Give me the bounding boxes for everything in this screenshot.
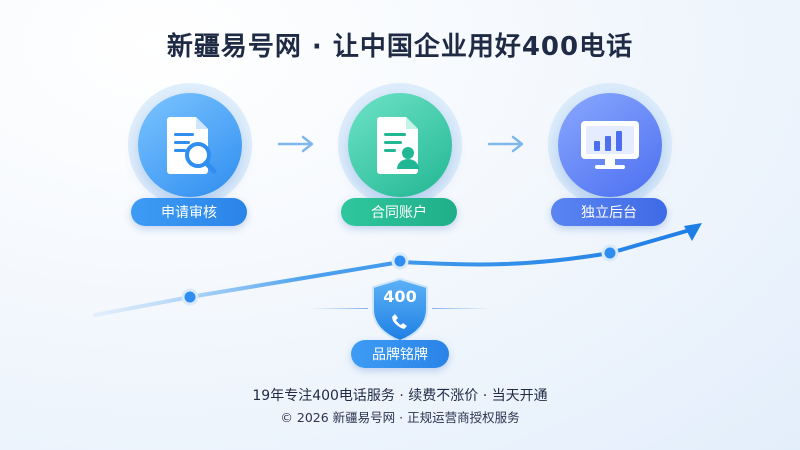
step-1-circle	[138, 93, 242, 197]
badge-label[interactable]: 品牌铭牌	[351, 340, 449, 368]
step-2-circle	[348, 93, 452, 197]
badge-number: 400	[383, 287, 417, 306]
document-user-icon	[377, 117, 419, 174]
trend-point	[391, 252, 409, 270]
step-1-label[interactable]: 申请审核	[131, 198, 247, 226]
trend-point	[181, 288, 199, 306]
trend-arrow-head	[684, 223, 702, 241]
footer-slogan: 19年专注400电话服务 · 续费不涨价 · 当天开通	[252, 388, 548, 404]
monitor-chart-icon	[581, 121, 639, 169]
step-3-circle	[558, 93, 662, 197]
arrow-right-icon	[277, 135, 314, 153]
page-title: 新疆易号网 · 让中国企业用好400电话	[166, 32, 634, 62]
step-2-label[interactable]: 合同账户	[341, 198, 457, 226]
step-3-label[interactable]: 独立后台	[551, 198, 667, 226]
trend-point	[601, 244, 619, 262]
divider-line	[432, 308, 492, 309]
document-search-icon	[167, 117, 217, 174]
arrow-right-icon	[487, 135, 524, 153]
footer-copyright: © 2026 新疆易号网 · 正规运营商授权服务	[280, 410, 520, 425]
divider-line	[308, 308, 368, 309]
